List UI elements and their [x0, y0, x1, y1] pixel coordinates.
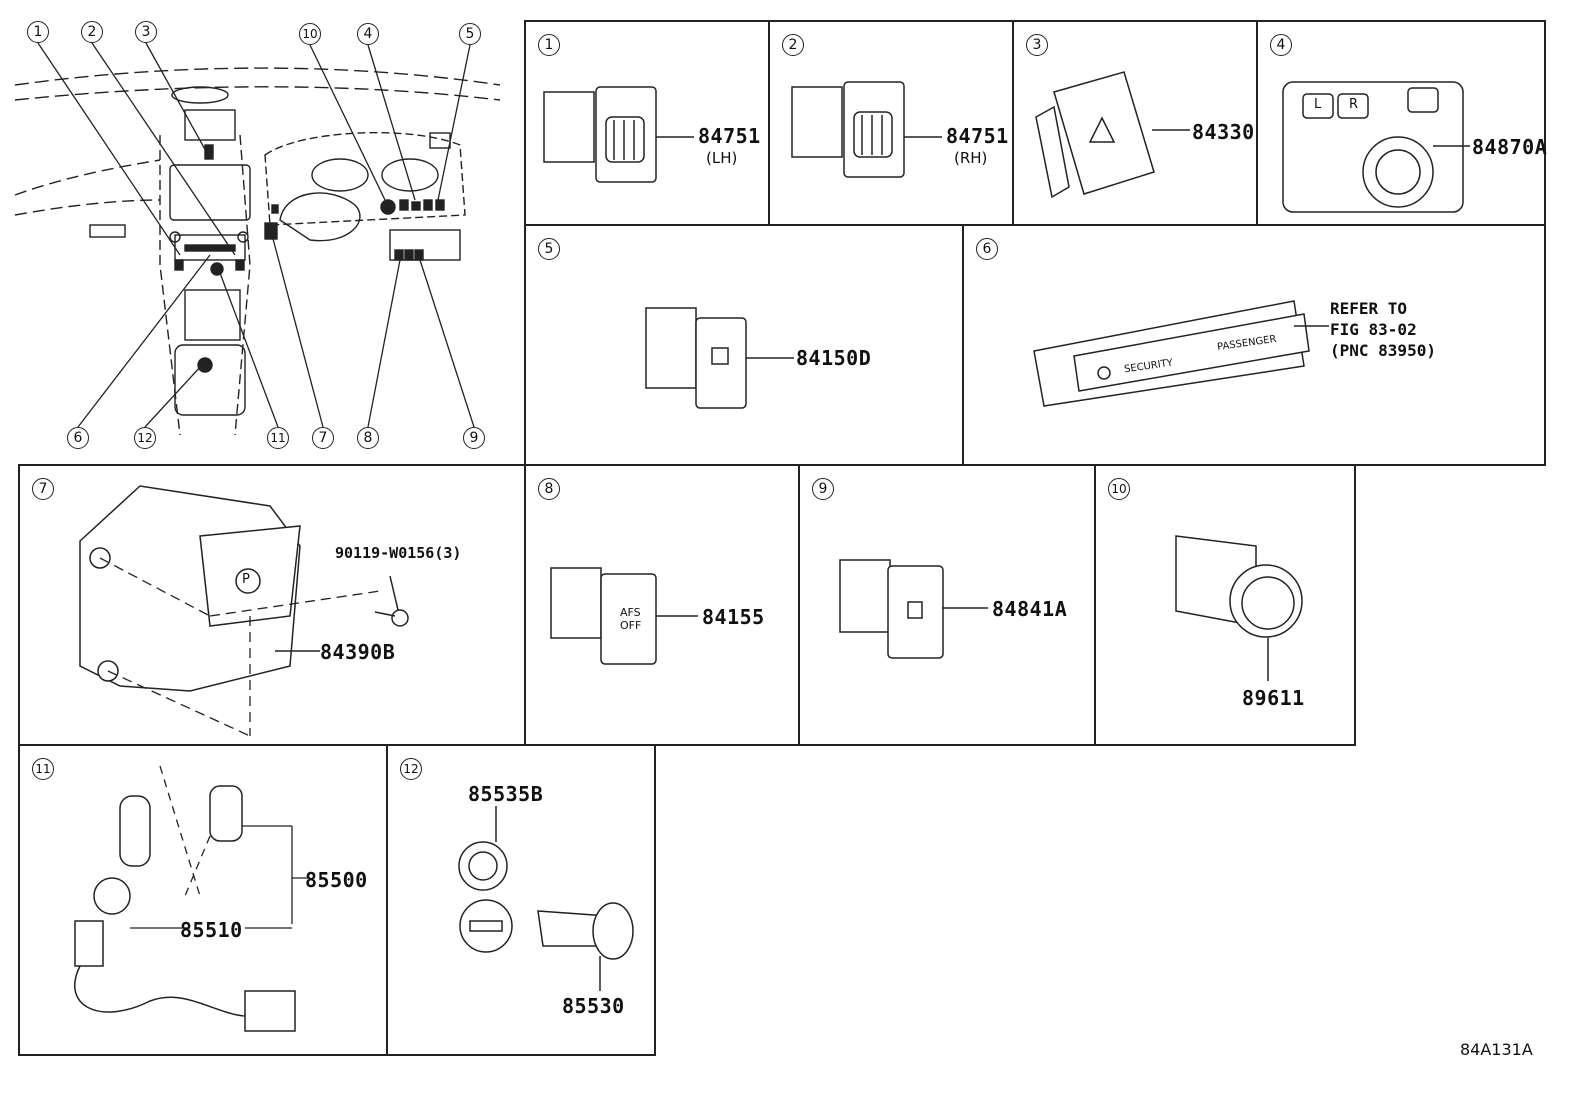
headlight-leveling-switch-icon	[543, 86, 694, 183]
panel-12-number: 12	[400, 758, 422, 780]
panel-2-part-number: 84751	[946, 124, 1009, 148]
panel-11[interactable]: 11 85500 85510	[18, 744, 388, 1056]
fuel-lid-switch-icon	[839, 559, 988, 659]
panel-8-part-number: 84155	[702, 605, 765, 629]
overview-callout-6[interactable]: 6	[67, 427, 89, 449]
mirror-switch-icon	[1282, 81, 1470, 213]
panel-7-part-number: 84390B	[320, 640, 396, 664]
power-outlet-cap-icon	[458, 806, 634, 991]
panel-10[interactable]: 10 89611	[1094, 464, 1356, 746]
afs-off-switch-icon	[550, 567, 698, 665]
panel-4[interactable]: 4 L R 84870A	[1256, 20, 1548, 226]
panel-12[interactable]: 12 85535B 85530	[386, 744, 656, 1056]
panel-1-side: (LH)	[706, 149, 738, 167]
panel-2[interactable]: 2 84751 (RH)	[768, 20, 1014, 226]
afs-label: AFS	[620, 606, 641, 619]
parking-brake-switch-icon	[79, 485, 409, 737]
panel-11-part-number-85510: 85510	[180, 918, 243, 942]
panel-12-part-number-85530: 85530	[562, 994, 625, 1018]
overview-callout-4[interactable]: 4	[357, 23, 379, 45]
overview-callout-1[interactable]: 1	[27, 21, 49, 43]
panel-6[interactable]: 6 SECURITY PASSENGER REFER TO FIG 83-02 …	[962, 224, 1546, 466]
mirror-switch-label-l: L	[1314, 97, 1322, 112]
panel-7-number: 7	[32, 478, 54, 500]
panel-6-reference-line-1: REFER TO	[1330, 299, 1408, 318]
panel-3-part-number: 84330	[1192, 120, 1255, 144]
fog-light-switch-icon	[645, 307, 794, 409]
panel-5[interactable]: 5 84150D	[524, 224, 964, 466]
mirror-switch-label-r: R	[1349, 97, 1359, 112]
panel-6-number: 6	[976, 238, 998, 260]
panel-6-reference-line-2: FIG 83-02	[1330, 320, 1417, 339]
power-outlet-socket-icon	[74, 765, 310, 1032]
panel-1[interactable]: 1 84751 (LH)	[524, 20, 770, 226]
panel-1-part-number: 84751	[698, 124, 761, 148]
panel-11-part-number-85500: 85500	[305, 868, 368, 892]
overview-callout-5[interactable]: 5	[459, 23, 481, 45]
panel-10-part-number: 89611	[1242, 686, 1305, 710]
panel-9[interactable]: 9 84841A	[798, 464, 1096, 746]
panel-1-number: 1	[538, 34, 560, 56]
panel-5-part-number: 84150D	[796, 346, 872, 370]
panel-11-number: 11	[32, 758, 54, 780]
panel-5-number: 5	[538, 238, 560, 260]
security-indicator-panel-icon	[1033, 300, 1329, 407]
overview-callout-10[interactable]: 10	[299, 23, 321, 45]
panel-2-number: 2	[782, 34, 804, 56]
diagram-code: 84A131A	[1460, 1040, 1533, 1059]
overview-callout-12[interactable]: 12	[134, 427, 156, 449]
panel-9-part-number: 84841A	[992, 597, 1068, 621]
overview-callout-11[interactable]: 11	[267, 427, 289, 449]
overview-callout-3[interactable]: 3	[135, 21, 157, 43]
panel-3[interactable]: 3 84330	[1012, 20, 1258, 226]
panel-12-part-number-85535b: 85535B	[468, 782, 544, 806]
panel-3-number: 3	[1026, 34, 1048, 56]
overview-callout-2[interactable]: 2	[81, 21, 103, 43]
hazard-switch-icon	[1035, 71, 1190, 199]
panel-4-number: 4	[1270, 34, 1292, 56]
panel-8-number: 8	[538, 478, 560, 500]
panel-7-bolt-number: 90119-W0156(3)	[335, 544, 462, 562]
off-label: OFF	[620, 619, 642, 632]
panel-10-number: 10	[1108, 478, 1130, 500]
dashboard-drawing	[14, 42, 501, 436]
panel-9-number: 9	[812, 478, 834, 500]
overview-callout-8[interactable]: 8	[357, 427, 379, 449]
park-p-label: P	[242, 572, 250, 587]
panel-6-reference-line-3: (PNC 83950)	[1330, 341, 1436, 360]
headlight-leveling-switch-rh-icon	[791, 81, 942, 178]
panel-7[interactable]: 7 P 90119-W0156(3) 84390B	[18, 464, 526, 746]
panel-4-part-number: 84870A	[1472, 135, 1548, 159]
overview-callout-7[interactable]: 7	[312, 427, 334, 449]
overview-callout-9[interactable]: 9	[463, 427, 485, 449]
panel-2-side: (RH)	[954, 149, 988, 167]
panel-8[interactable]: 8 AFS OFF 84155	[524, 464, 800, 746]
overview-dashboard: 1 2 3 10 4 5 6 12 11 7 8 9	[10, 15, 510, 460]
engine-start-switch-icon	[1175, 535, 1303, 681]
